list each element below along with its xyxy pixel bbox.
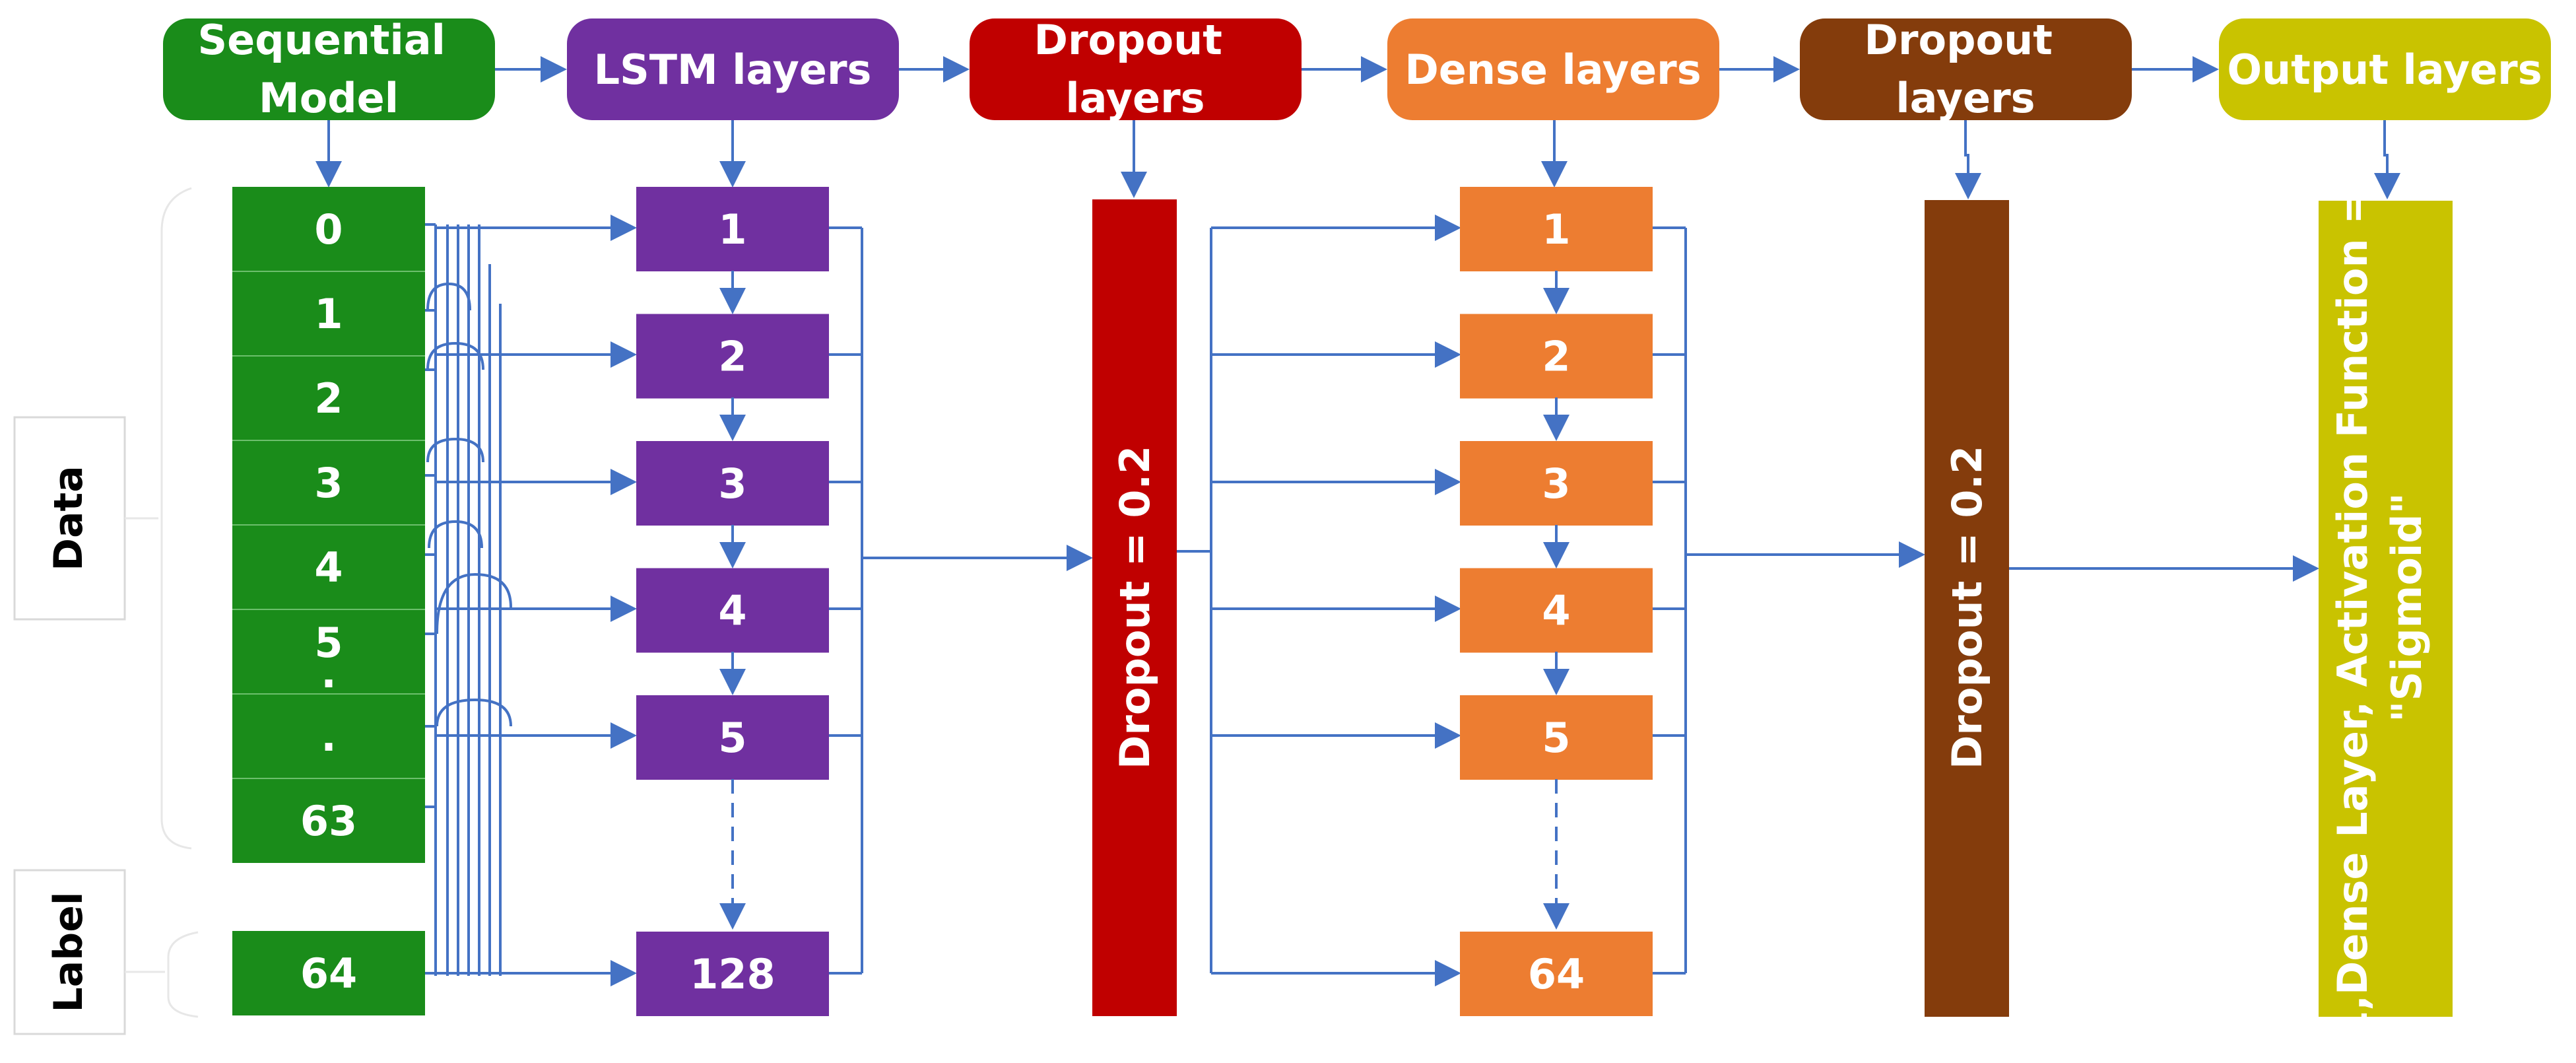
lstm-node bbox=[636, 314, 829, 399]
header-lstm-label: LSTM layers bbox=[594, 46, 872, 94]
input-cell-text: 5 bbox=[314, 619, 343, 667]
header-lstm-layers: LSTM layers bbox=[567, 18, 899, 120]
header-dropout-layers-1: Dropout layers bbox=[970, 16, 1302, 122]
lstm-node bbox=[636, 695, 829, 780]
header-dropout1-line2: layers bbox=[1065, 74, 1205, 122]
lstm-node bbox=[636, 441, 829, 526]
dense-node-text: 2 bbox=[1542, 333, 1570, 381]
dropout1-to-dense-connections bbox=[1177, 215, 1461, 986]
lstm-node-text: 3 bbox=[718, 460, 746, 508]
dense-node bbox=[1460, 187, 1653, 271]
dense-to-dropout2-connections bbox=[1653, 226, 1925, 975]
header-sequential-model: Sequential Model bbox=[163, 16, 495, 122]
lstm-node-text: 4 bbox=[718, 587, 746, 635]
lstm-node-last: 128 bbox=[636, 932, 829, 1016]
input-column: 0 1 2 3 4 5. 63. bbox=[232, 187, 425, 863]
lstm-node-text: 2 bbox=[718, 333, 746, 381]
label-cell: 64 bbox=[232, 931, 425, 1015]
svg-text:Sequential Model: Sequential Model bbox=[198, 16, 460, 122]
dropout2-bar: Dropout = 0.2 bbox=[1925, 200, 2009, 1017]
header-dropout1-line1: Dropout bbox=[1034, 16, 1222, 64]
dense-node bbox=[1460, 441, 1653, 526]
dropout2-text: Dropout = 0.2 bbox=[1943, 446, 1991, 769]
lstm-node-text: 1 bbox=[718, 205, 746, 254]
header-sequential-line1: Sequential bbox=[198, 16, 446, 64]
lstm-node-last-text: 128 bbox=[690, 950, 775, 998]
output-text-line1: 1,Dense Layer, Activation Function = bbox=[2328, 190, 2377, 1039]
dense-column: 1 2 3 4 5 bbox=[1460, 187, 1653, 780]
svg-text:Dropout layers: Dropout layers bbox=[1865, 16, 2067, 122]
lstm-node bbox=[636, 568, 829, 653]
dense-node-text: 3 bbox=[1542, 460, 1570, 508]
header-dropout2-line1: Dropout bbox=[1865, 16, 2053, 64]
header-output-label: Output layers bbox=[2227, 46, 2542, 94]
input-cell-text: 63 bbox=[300, 797, 357, 845]
label-label-text: Label bbox=[46, 892, 92, 1013]
input-cell-text: 1 bbox=[314, 290, 343, 338]
dense-node bbox=[1460, 695, 1653, 780]
lstm-column: 1 2 3 4 5 bbox=[636, 187, 829, 780]
header-sequential-line2: Model bbox=[259, 74, 399, 122]
svg-text:Dropout layers: Dropout layers bbox=[1034, 16, 1237, 122]
header-dense-layers: Dense layers bbox=[1387, 18, 1719, 120]
header-dense-label: Dense layers bbox=[1404, 46, 1701, 94]
svg-text:1,Dense Layer, Activation Func: 1,Dense Layer, Activation Function = "Si… bbox=[2328, 176, 2431, 1039]
lstm-to-dropout1-connections bbox=[829, 226, 1093, 975]
dense-node bbox=[1460, 314, 1653, 399]
input-cell-text: 2 bbox=[314, 374, 343, 423]
header-dropout2-line2: layers bbox=[1896, 74, 2035, 122]
header-down-arrows bbox=[315, 120, 2400, 199]
dense-node-last: 64 bbox=[1460, 932, 1653, 1016]
dense-node-last-text: 64 bbox=[1528, 950, 1585, 998]
dense-node-text: 4 bbox=[1542, 587, 1570, 635]
dense-node bbox=[1460, 568, 1653, 653]
data-label-text: Data bbox=[46, 465, 92, 570]
dense-node-text: 1 bbox=[1542, 205, 1570, 254]
input-cell-text: 4 bbox=[314, 543, 343, 592]
lstm-node bbox=[636, 187, 829, 271]
header-dropout-layers-2: Dropout layers bbox=[1800, 16, 2132, 122]
data-side-label: Data bbox=[13, 187, 192, 850]
label-cell-text: 64 bbox=[300, 949, 357, 998]
label-side-label: Label bbox=[13, 869, 199, 1035]
input-cell-text: . bbox=[321, 712, 337, 761]
input-cell-text: 0 bbox=[314, 205, 343, 254]
header-output-layers: Output layers bbox=[2219, 18, 2551, 120]
input-cell-ellipsis-dot: . bbox=[321, 649, 337, 697]
input-to-lstm-connections bbox=[425, 215, 637, 986]
output-bar: 1,Dense Layer, Activation Function = "Si… bbox=[2319, 176, 2453, 1039]
input-cell-text: 3 bbox=[314, 459, 343, 507]
dense-node-text: 5 bbox=[1542, 714, 1570, 762]
output-text-line2: "Sigmoid" bbox=[2383, 493, 2431, 722]
lstm-node-text: 5 bbox=[718, 714, 746, 762]
dropout1-bar: Dropout = 0.2 bbox=[1092, 199, 1177, 1016]
dropout1-text: Dropout = 0.2 bbox=[1111, 446, 1159, 769]
